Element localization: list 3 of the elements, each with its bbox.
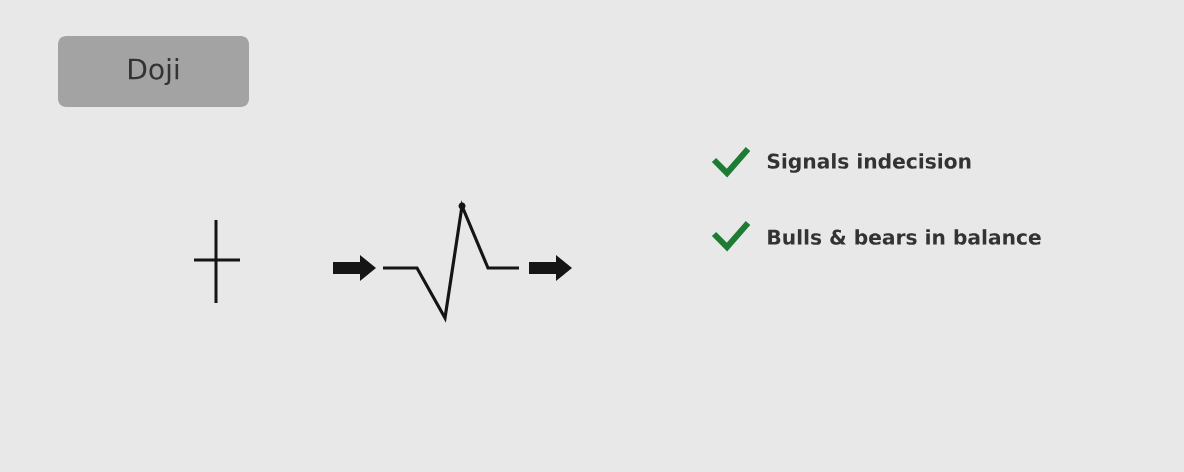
check-item-text: Signals indecision bbox=[767, 153, 971, 173]
label-badge: Doji bbox=[58, 36, 249, 107]
check-item-text: Bulls & bears in balance bbox=[768, 229, 1041, 245]
